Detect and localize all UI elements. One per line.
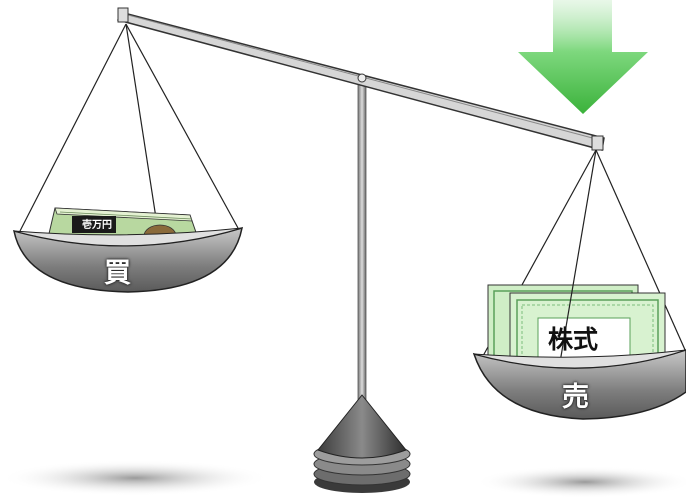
down-arrow-icon (518, 0, 648, 114)
shadow-right (475, 466, 686, 498)
left-pan (13, 226, 243, 293)
shadow-left (0, 460, 270, 496)
scale-base (313, 394, 411, 493)
center-pole (357, 77, 367, 409)
right-pan (472, 349, 686, 420)
left-pan-strings (19, 23, 239, 245)
right-pan-label: 売 (562, 382, 589, 413)
banknote-label: 壱万円 (82, 220, 112, 231)
scale-beam (117, 7, 605, 151)
right-pan-front-string (556, 149, 597, 381)
left-pan-label: 買 (104, 258, 131, 289)
certificate-label: 株式 (548, 325, 599, 354)
